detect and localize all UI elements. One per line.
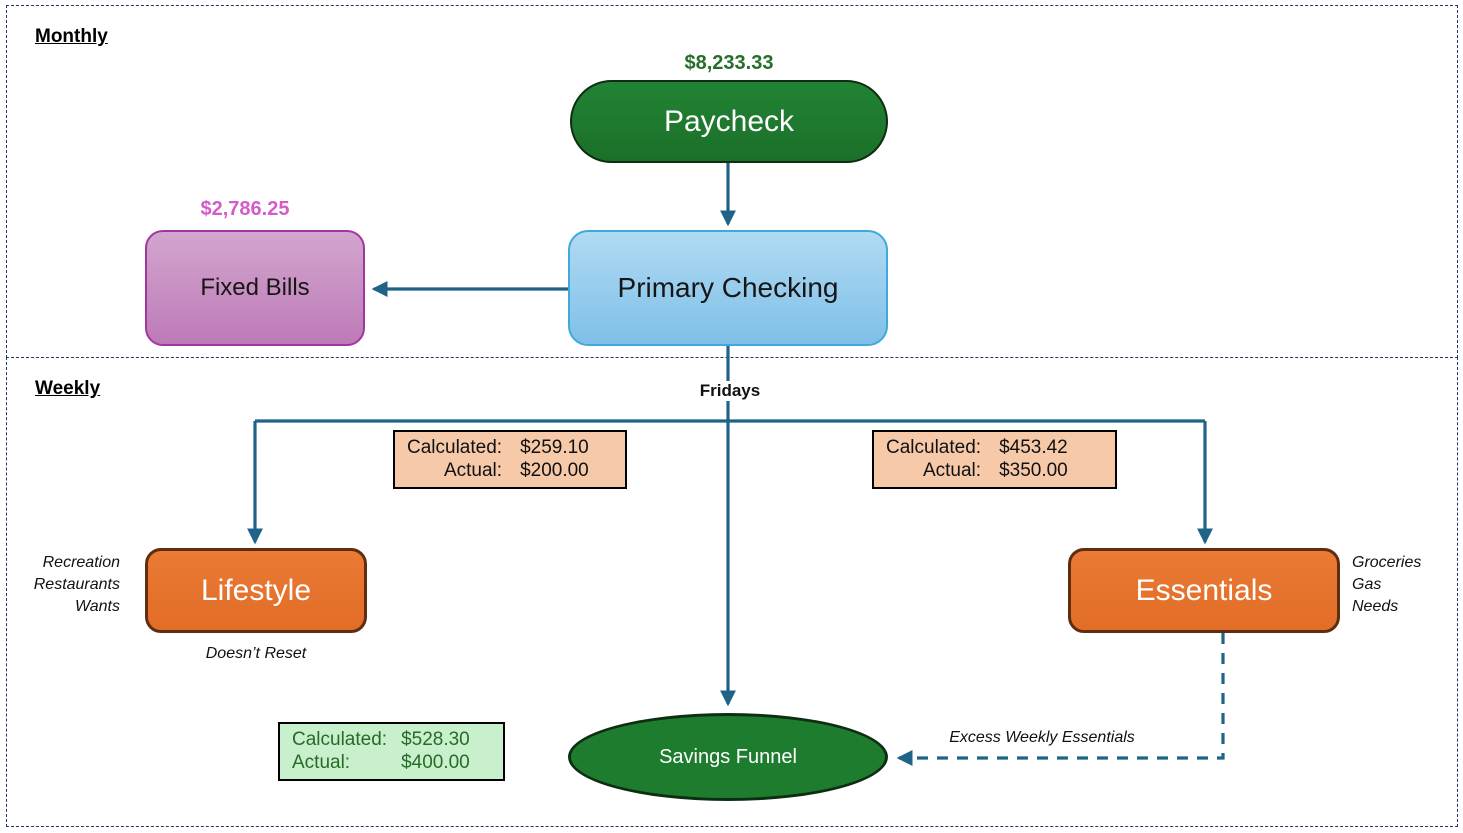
savings-calc-box: Calculated: $528.30 Actual: $400.00 bbox=[278, 722, 505, 781]
paycheck-node: Paycheck bbox=[570, 80, 888, 163]
primary-checking-node: Primary Checking bbox=[568, 230, 888, 346]
essentials-calculated-label: Calculated: bbox=[886, 437, 982, 458]
essentials-calc-box: Calculated: $453.42 Actual: $350.00 bbox=[872, 430, 1117, 489]
paycheck-label: Paycheck bbox=[663, 104, 795, 138]
savings-actual-value: $400.00 bbox=[401, 752, 470, 773]
savings-funnel-node: Savings Funnel bbox=[568, 713, 888, 801]
savings-actual-label: Actual: bbox=[292, 752, 351, 773]
lifestyle-node: Lifestyle bbox=[145, 548, 367, 633]
essentials-actual-value: $350.00 bbox=[999, 460, 1068, 481]
savings-funnel-label: Savings Funnel bbox=[659, 745, 797, 768]
paycheck-amount: $8,233.33 bbox=[684, 52, 774, 74]
primary-checking-label: Primary Checking bbox=[617, 272, 839, 303]
doesnt-reset-note: Doesn’t Reset bbox=[205, 645, 307, 662]
essentials-actual-label: Actual: bbox=[922, 460, 982, 481]
essentials-tag: Needs bbox=[1352, 598, 1399, 615]
lifestyle-tag: Recreation bbox=[42, 554, 120, 571]
essentials-calculated-value: $453.42 bbox=[999, 437, 1068, 458]
essentials-tag: Groceries bbox=[1352, 554, 1422, 571]
fridays-label: Fridays bbox=[666, 381, 794, 401]
weekly-section-title: Weekly bbox=[35, 378, 101, 399]
savings-calculated-value: $528.30 bbox=[401, 729, 470, 750]
lifestyle-actual-label: Actual: bbox=[443, 460, 503, 481]
essentials-node: Essentials bbox=[1068, 548, 1340, 633]
lifestyle-tags: Recreation Restaurants Wants bbox=[14, 552, 120, 618]
lifestyle-actual-value: $200.00 bbox=[520, 460, 589, 481]
lifestyle-tag: Restaurants bbox=[33, 576, 120, 593]
excess-weekly-essentials-label: Excess Weekly Essentials bbox=[949, 729, 1135, 746]
lifestyle-calculated-value: $259.10 bbox=[520, 437, 589, 458]
lifestyle-calculated-label: Calculated: bbox=[407, 437, 503, 458]
fixed-bills-amount: $2,786.25 bbox=[200, 198, 290, 220]
fixed-bills-node: Fixed Bills bbox=[145, 230, 365, 346]
fixed-bills-label: Fixed Bills bbox=[200, 274, 310, 301]
essentials-tags: Groceries Gas Needs bbox=[1352, 552, 1462, 618]
savings-calculated-label: Calculated: bbox=[292, 729, 388, 750]
lifestyle-tag: Wants bbox=[74, 598, 120, 615]
monthly-section-title: Monthly bbox=[35, 26, 108, 47]
essentials-label: Essentials bbox=[1135, 573, 1273, 607]
lifestyle-label: Lifestyle bbox=[200, 573, 312, 607]
essentials-tag: Gas bbox=[1352, 576, 1382, 593]
lifestyle-calc-box: Calculated: $259.10 Actual: $200.00 bbox=[393, 430, 627, 489]
